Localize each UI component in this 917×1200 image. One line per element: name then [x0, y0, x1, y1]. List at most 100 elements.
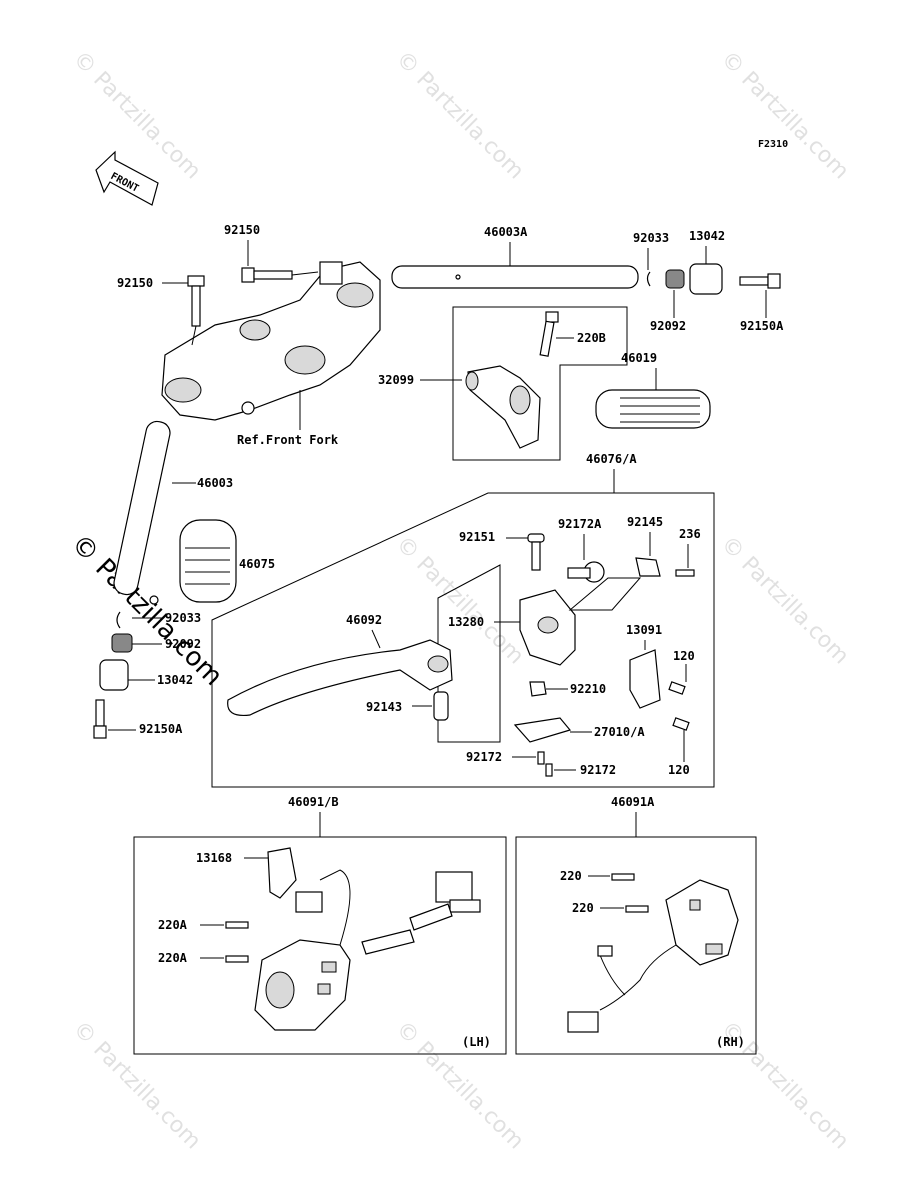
screw-220A-b [225, 955, 249, 963]
circlip-92033-top [646, 271, 651, 287]
watermark-3: © Partzilla.com [716, 47, 854, 185]
label-92033-top: 92033 [633, 231, 669, 245]
label-13168: 13168 [196, 851, 232, 865]
bolt-92150A-top [739, 273, 781, 289]
screw-220-b [625, 905, 649, 913]
label-92150A-top: 92150A [740, 319, 784, 333]
label-13280: 13280 [448, 615, 484, 629]
label-46091A: 46091A [611, 795, 655, 809]
rh-harness [599, 944, 677, 1011]
label-lh: (LH) [462, 1035, 491, 1049]
screw-92172-b [545, 763, 553, 777]
label-rh: (RH) [716, 1035, 745, 1049]
diagram-code: F2310 [758, 139, 788, 150]
ref-front-fork-label: Ref.Front Fork [237, 433, 339, 447]
label-220B: 220B [577, 331, 606, 345]
screw-220A-a [225, 921, 249, 929]
label-120-a: 120 [673, 649, 695, 663]
label-92210: 92210 [570, 682, 606, 696]
front-arrow-icon: FRONT [95, 150, 159, 206]
label-92172-b: 92172 [580, 763, 616, 777]
nut-92210 [529, 681, 547, 697]
clutch-lever-46092 [227, 639, 453, 717]
label-92092-top: 92092 [650, 319, 686, 333]
switch-27010A [513, 717, 572, 743]
upper-triple-clamp [161, 261, 381, 421]
label-46091B: 46091/B [288, 795, 339, 809]
bar-end-weight-13042-top [689, 263, 723, 295]
label-92145: 92145 [627, 515, 663, 529]
bolt-92150-top [241, 267, 293, 283]
label-220-a: 220 [560, 869, 582, 883]
grip-46075 [179, 519, 237, 603]
clip-92145 [635, 557, 661, 577]
watermark-2: © Partzilla.com [391, 47, 529, 185]
watermark-5: © Partzilla.com [716, 532, 854, 670]
lever-assembly-box [211, 492, 715, 788]
bolt-120-a [668, 681, 686, 695]
label-13042-left: 13042 [157, 673, 193, 687]
rh-connector [567, 1011, 599, 1033]
lh-wire-tube [361, 929, 415, 955]
damper-92092-top [665, 269, 685, 289]
label-236: 236 [679, 527, 701, 541]
damper-92092-left [111, 633, 133, 653]
label-13042-top: 13042 [689, 229, 725, 243]
throttle-pulley-32099 [465, 365, 541, 449]
rh-wire-lead [599, 954, 626, 996]
label-220A-b: 220A [158, 951, 188, 965]
throttle-inset-box [452, 306, 628, 461]
label-220A-a: 220A [158, 918, 188, 932]
bolt-92150-left [187, 275, 205, 327]
collar-92143 [433, 691, 449, 721]
watermarks: © Partzilla.com © Partzilla.com © Partzi… [65, 47, 853, 1155]
bolt-92150A-left [93, 699, 107, 739]
label-92151: 92151 [459, 530, 495, 544]
lh-connector [295, 891, 323, 913]
clamp-13091 [629, 649, 661, 709]
label-120-b: 120 [668, 763, 690, 777]
screw-236 [675, 569, 695, 577]
lh-switch-housing [254, 939, 351, 1031]
label-92143: 92143 [366, 700, 402, 714]
watermark-7: © Partzilla.com [391, 1017, 529, 1155]
label-92150A-left: 92150A [139, 722, 183, 736]
label-46075: 46075 [239, 557, 275, 571]
lh-switch-block [409, 871, 481, 931]
screw-220-a [611, 873, 635, 881]
rh-terminal [597, 945, 613, 957]
rh-switch-housing [665, 879, 739, 966]
handlebar-tube-46003 [113, 420, 171, 605]
grip-46019 [595, 389, 711, 429]
label-13091: 13091 [626, 623, 662, 637]
label-27010A: 27010/A [594, 725, 645, 739]
screw-220B [539, 311, 559, 357]
lever-holder-13280 [519, 589, 576, 666]
label-46092: 46092 [346, 613, 382, 627]
label-92033-left: 92033 [165, 611, 201, 625]
watermark-1: © Partzilla.com [68, 47, 206, 185]
bolt-120-b [672, 717, 690, 731]
lh-harness [319, 869, 351, 946]
label-92172-a: 92172 [466, 750, 502, 764]
label-220-b: 220 [572, 901, 594, 915]
label-32099: 32099 [378, 373, 414, 387]
pivot-bolt-92151 [527, 533, 545, 571]
label-46003: 46003 [197, 476, 233, 490]
cover-13168 [267, 847, 297, 899]
label-46076A: 46076/A [586, 452, 637, 466]
label-92150-top: 92150 [224, 223, 260, 237]
adjuster-92172A [567, 561, 605, 583]
adjuster-guide-lines [568, 577, 642, 611]
bar-end-weight-13042-left [99, 659, 129, 691]
handlebar-tube-46003A [391, 265, 639, 289]
label-92092-left: 92092 [165, 637, 201, 651]
circlip-92033-left [116, 611, 121, 629]
watermark-6: © Partzilla.com [68, 1017, 206, 1155]
label-46019: 46019 [621, 351, 657, 365]
screw-92172-a [537, 751, 545, 765]
label-92172A: 92172A [558, 517, 602, 531]
label-92150-left: 92150 [117, 276, 153, 290]
label-46003A: 46003A [484, 225, 528, 239]
